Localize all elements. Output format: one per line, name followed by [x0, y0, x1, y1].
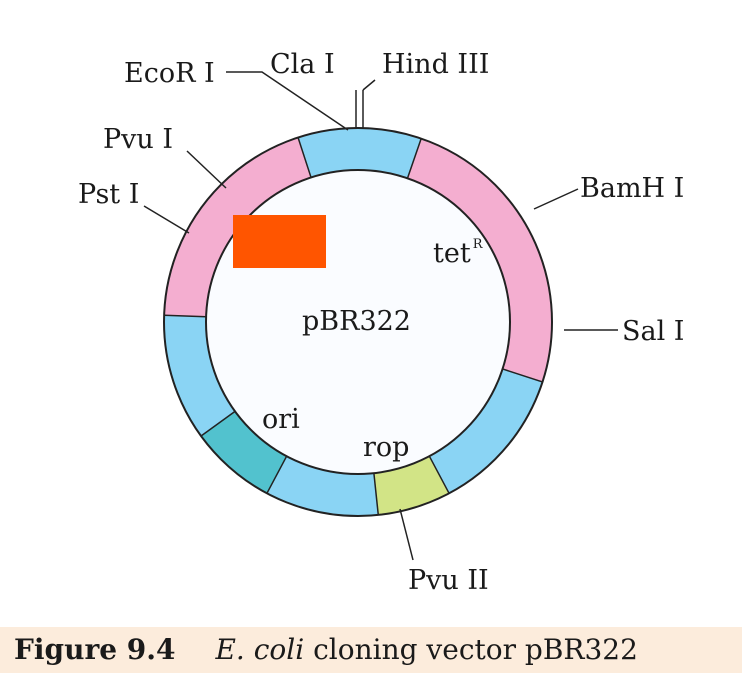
caption-text: cloning vector pBR322 — [313, 633, 638, 666]
ecor1-leader — [226, 71, 349, 131]
figure-caption: Figure 9.4 E. coli cloning vector pBR322 — [0, 627, 742, 673]
divider-rop — [428, 455, 450, 494]
bamh1-leader — [533, 188, 579, 210]
segment-cla-hind — [298, 127, 422, 179]
ecor1-label: EcoR I — [124, 58, 215, 89]
hind3-label: Hind III — [382, 49, 489, 80]
segment-tetR — [407, 138, 552, 382]
plasmid-ring — [164, 127, 552, 516]
divider-left-lower — [200, 410, 236, 437]
plasmid-name-label: pBR322 — [302, 306, 411, 337]
segment-ori — [201, 411, 287, 494]
divider-right-lower — [502, 368, 543, 383]
pvu2-label: Pvu II — [408, 565, 489, 596]
rop-label: rop — [363, 432, 409, 463]
segment-dividers — [164, 137, 543, 516]
plasmid-outer-edge — [163, 127, 553, 517]
divider-bottom — [373, 473, 380, 516]
pvu1-leader — [186, 150, 227, 189]
divider-tetR — [406, 138, 422, 179]
pst1-label: Pst I — [78, 179, 139, 210]
divider-cla-hind — [297, 137, 312, 178]
pvu1-label: Pvu I — [103, 124, 173, 155]
tet-label: tet — [433, 238, 471, 269]
tet-superscript: R — [473, 237, 484, 252]
species-name: E. coli — [215, 633, 305, 666]
divider-ampR — [164, 314, 207, 318]
hind3-leader-angle — [362, 79, 376, 91]
sal1-label: Sal I — [622, 316, 684, 347]
pst1-leader — [143, 205, 190, 234]
plasmid-diagram: EcoR I Cla I Hind III Pvu I Pst I BamH I… — [78, 49, 684, 596]
pvu2-leader — [399, 508, 414, 561]
figure-number: Figure 9.4 — [14, 633, 176, 666]
bamh1-label: BamH I — [580, 173, 684, 204]
ori-label: ori — [262, 404, 300, 435]
segment-left-lower — [164, 315, 236, 437]
segment-right-lower — [429, 368, 543, 494]
divider-ori — [266, 455, 288, 494]
cla1-label: Cla I — [270, 49, 335, 80]
amp-resistance-marker — [233, 215, 326, 268]
segment-bottom — [266, 456, 379, 516]
